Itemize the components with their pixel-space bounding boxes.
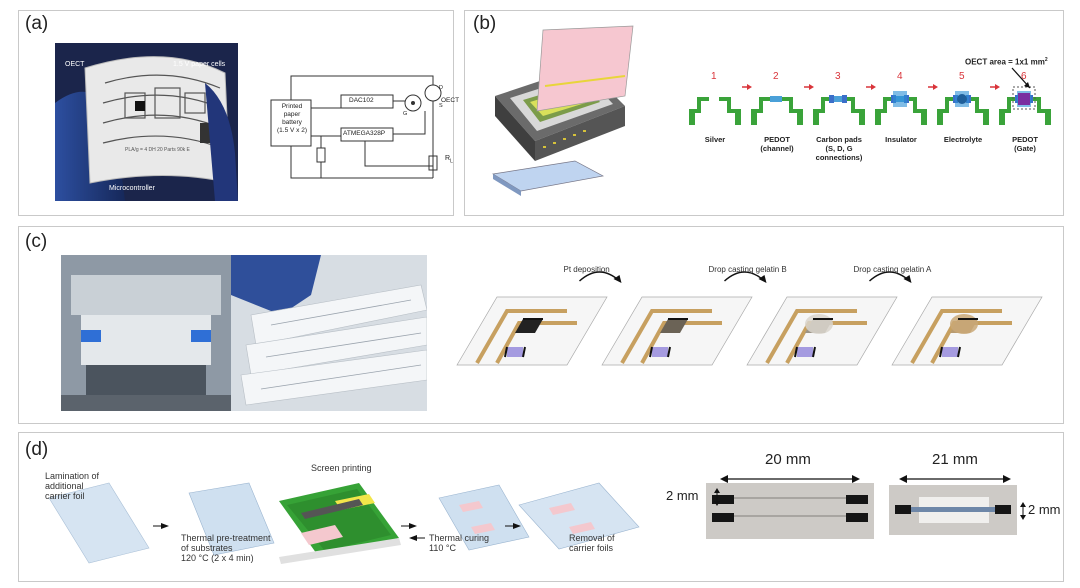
step-5-number: 5 [959,71,965,82]
panel-c-photo [61,255,427,411]
step-3-electrode [813,95,865,125]
panel-b-label: (b) [473,13,497,34]
step-6-label: PEDOT (Gate) [1012,135,1038,153]
circuit-diagram [270,75,442,179]
deposition-stage-2 [601,296,753,366]
step-3-label: Carbon pads (S, D, G connections) [815,135,863,162]
panel-d: (d) Lamination of additional carrier foi… [18,432,1064,582]
panel-c-label: (c) [25,231,48,252]
circuit-rl-sub: L [450,158,453,165]
deposition-arrow-3 [868,271,912,283]
panel-d-label: (d) [25,439,49,460]
oect-area-sup: 2 [1044,57,1048,63]
circuit-s-label: S [439,103,443,109]
circuit-d-label: D [439,85,443,91]
dim-20mm-label: 20 mm [765,451,811,468]
oect-area-text: OECT area = 1x1 mm [965,57,1045,67]
fabrication-steps-diagram [689,84,1051,125]
panel-a: (a) OECT 1.5 [18,10,459,216]
panel-a-photo: OECT 1.5 V paper cells Microcontroller P… [55,43,238,201]
step-1-electrode [689,97,741,125]
panel-a-label: (a) [25,13,49,34]
gelatin-deposition-diagram [456,271,1043,366]
oect-area-label: OECT area = 1x1 mm2 [965,57,1048,67]
circuit-dac-label: DAC102 [349,97,374,104]
dim-arrow-2mm-left [714,488,720,506]
deposition-step-2-label: Drop casting gelatin B [708,265,787,274]
dim-21mm-label: 21 mm [932,451,978,468]
screen-printing-label: Screen printing [311,463,372,473]
dim-2mm-right-label: 2 mm [1028,502,1061,517]
electrode-photo-21mm [889,485,1017,535]
photo-oect-label: OECT [65,61,85,68]
step-2-number: 2 [773,71,779,82]
step-1-label: Silver [704,135,726,144]
step-6-electrode [999,86,1051,125]
step-3-number: 3 [835,71,841,82]
deposition-stage-1 [456,296,608,366]
photo-bottom-label: PLA/g = 4 DH 20 Parts 90k E [125,147,190,153]
circuit-g-label: G [403,111,408,117]
step-2-electrode [751,96,803,125]
step-arrow-2 [804,84,814,90]
step-4-electrode [875,91,927,125]
circuit-oect-label: OECT [441,97,460,104]
deposition-step-1-label: Pt deposition [563,265,610,274]
circuit-battery-label: Printed paper battery (1.5 V x 2) [277,103,307,134]
circuit-mcu-label: ATMEGA328P [343,130,386,137]
oect-area-arrow [1011,67,1031,89]
dim-arrow-20mm [720,475,860,483]
lamination-label: Lamination of additional carrier foil [45,471,100,501]
dim-arrow-21mm [899,475,1011,483]
curing-label: Thermal curing 110 °C [429,533,490,553]
removal-label: Removal of carrier foils [569,533,615,553]
dim-arrow-2mm-right [1020,502,1026,520]
deposition-step-3-label: Drop casting gelatin A [853,265,932,274]
photo-micro-label: Microcontroller [109,185,155,192]
circuit-rl-label: RL [445,155,453,164]
step-5-label: Electrolyte [943,135,983,144]
screen-printing-process-diagram [48,482,640,564]
deposition-stage-3 [746,296,898,366]
step-arrow-1 [742,84,752,90]
circuit-rl-main: R [445,155,451,162]
deposition-stage-4 [891,296,1043,366]
pretreatment-label: Thermal pre-treatment of substrates 120 … [181,533,271,563]
printing-frame-illustration [492,25,634,196]
deposition-arrow-2 [723,271,767,283]
step-2-label: PEDOT (channel) [760,135,794,153]
electrode-strip-2 [889,485,1017,535]
step-arrow-5 [990,84,1000,90]
electrode-photo-20mm [706,483,874,539]
step-4-number: 4 [897,71,903,82]
deposition-arrow-1 [578,271,622,283]
photo-cells-label: 1.5 V paper cells [173,61,226,68]
dim-2mm-left-label: 2 mm [666,488,699,503]
step-4-label: Insulator [885,135,917,144]
step-arrow-3 [866,84,876,90]
printer-and-electrodes-photo [61,255,427,411]
step-1-number: 1 [711,71,717,82]
step-5-electrode [937,91,989,125]
step-arrow-4 [928,84,938,90]
electrode-strips-1 [706,483,874,539]
flexible-device-photo [55,43,238,201]
step-6-number: 6 [1021,71,1027,82]
